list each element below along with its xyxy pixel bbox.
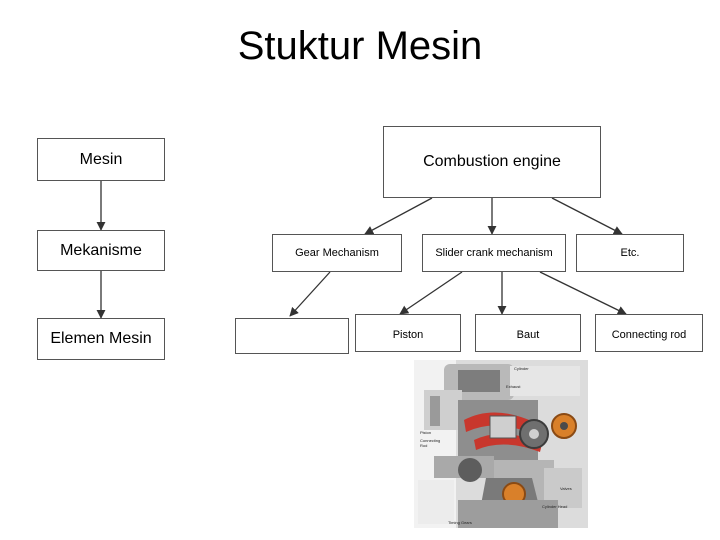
etc-box: Etc. <box>576 234 684 272</box>
engine-cutaway-image: Cylinder Exhaust Piston Connecting Rod V… <box>414 360 588 528</box>
photo-label-cylinder-head: Cylinder Head <box>542 504 568 509</box>
baut-label: Baut <box>516 329 540 341</box>
baut-box: Baut <box>475 314 581 352</box>
empty-element-box <box>235 318 349 354</box>
connecting-rod-label: Connecting rod <box>611 329 687 341</box>
photo-label-connecting-rod: Connecting Rod <box>420 438 441 448</box>
mekanisme-label: Mekanisme <box>60 241 142 259</box>
photo-label-timing-gears: Timing Gears <box>448 520 472 525</box>
combustion-engine-label: Combustion engine <box>423 153 561 170</box>
elemen-mesin-label: Elemen Mesin <box>50 330 152 347</box>
piston-label: Piston <box>392 329 424 341</box>
slider-crank-box: Slider crank mechanism <box>422 234 566 272</box>
etc-label: Etc. <box>620 247 640 259</box>
photo-label-exhaust: Exhaust <box>506 384 521 389</box>
arrow-engine-to-gear <box>364 197 433 235</box>
arrow-gear-to-empty <box>289 271 331 317</box>
combustion-engine-box: Combustion engine <box>383 126 601 198</box>
connecting-rod-box: Connecting rod <box>595 314 703 352</box>
arrow-engine-to-etc <box>551 197 623 235</box>
photo-label-valves: Valves <box>560 486 572 491</box>
page-title: Stuktur Mesin <box>237 24 483 68</box>
arrow-slider-to-piston <box>399 271 463 315</box>
gear-mechanism-box: Gear Mechanism <box>272 234 402 272</box>
mekanisme-box: Mekanisme <box>37 230 165 271</box>
mesin-label: Mesin <box>79 150 123 168</box>
arrow-slider-to-conrod <box>539 271 627 315</box>
elemen-mesin-box: Elemen Mesin <box>37 318 165 360</box>
photo-label-piston: Piston <box>420 430 432 435</box>
slider-crank-label: Slider crank mechanism <box>435 247 553 259</box>
photo-label-cylinder: Cylinder <box>514 366 529 371</box>
piston-box: Piston <box>355 314 461 352</box>
engine-illustration <box>414 360 588 528</box>
gear-mechanism-label: Gear Mechanism <box>295 247 379 259</box>
mesin-box: Mesin <box>37 138 165 181</box>
